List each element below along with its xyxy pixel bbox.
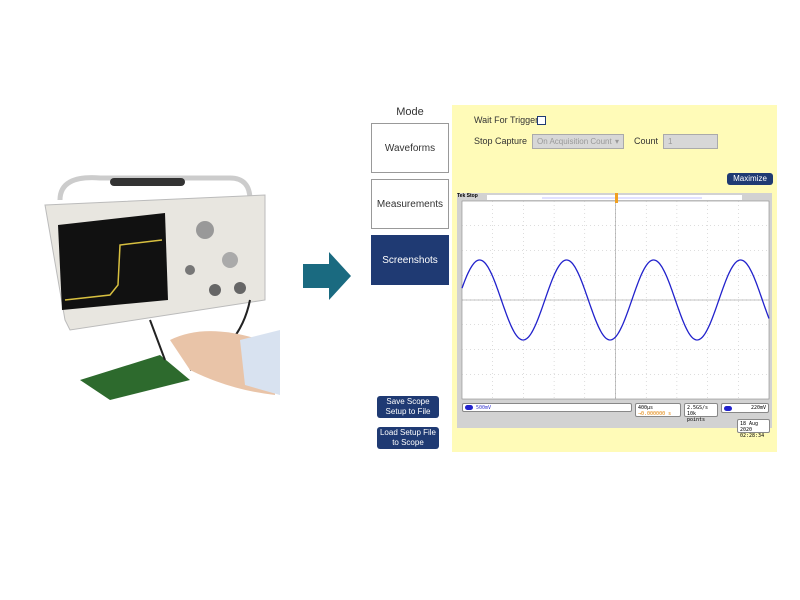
mode-screenshots-button[interactable]: Screenshots (371, 235, 449, 285)
date: 18 Aug 2020 (740, 421, 759, 433)
record-length: 10k points (687, 411, 706, 423)
maximize-button[interactable]: Maximize (727, 173, 773, 185)
scope-state: Stop (466, 193, 478, 199)
waveform-trace (461, 259, 770, 341)
trigger-source-icon (724, 406, 732, 411)
count-label: Count (634, 136, 659, 146)
trigger-readout: 220mV (721, 403, 769, 413)
scope-brand: Tek (457, 193, 466, 199)
waveform-display (461, 193, 770, 400)
wait-for-trigger-label: Wait For Trigger (474, 115, 539, 125)
timebase-readout: 400µs→0.000000 s (635, 403, 681, 417)
trigger-level: 220mV (750, 405, 766, 411)
trigger-marker (615, 193, 618, 203)
stop-capture-label: Stop Capture (474, 136, 528, 146)
dropdown-arrow-icon: ▾ (614, 137, 619, 146)
trigger-position: →0.000000 s (638, 411, 672, 417)
mode-waveforms-button[interactable]: Waveforms (371, 123, 449, 173)
stop-capture-value: On Acquisition Count (537, 137, 612, 146)
ch1-scale-readout: 500mV (462, 403, 632, 412)
save-setup-button[interactable]: Save Scope Setup to File (377, 396, 439, 418)
stop-capture-select[interactable]: On Acquisition Count▾ (532, 134, 624, 149)
scope-status: Tek Stop (457, 193, 478, 199)
time: 02:28:34 (740, 433, 765, 439)
screenshot-panel: Wait For Trigger Stop Capture On Acquisi… (452, 105, 777, 452)
mode-measurements-button[interactable]: Measurements (371, 179, 449, 229)
load-setup-button[interactable]: Load Setup File to Scope (377, 427, 439, 449)
ch1-scale: 500mV (476, 405, 492, 411)
wait-for-trigger-checkbox[interactable] (537, 116, 546, 125)
count-input[interactable]: 1 (663, 134, 718, 149)
mode-title: Mode (396, 106, 424, 118)
sample-rate: 2.5GS/s (687, 405, 709, 411)
timebase: 400µs (638, 405, 654, 411)
ch1-icon (465, 405, 473, 410)
oscilloscope-photo (44, 175, 280, 400)
arrow-right-icon (303, 252, 351, 300)
